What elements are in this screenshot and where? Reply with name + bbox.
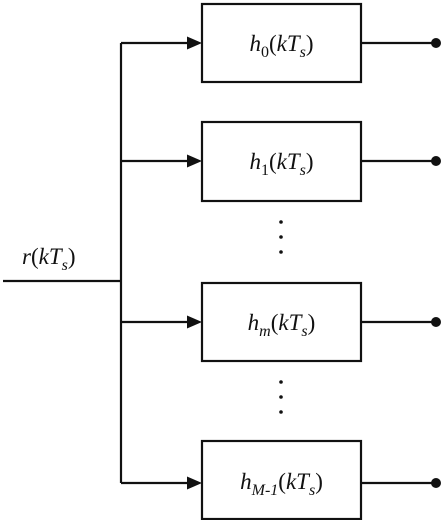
filter-branch-1: h1(kTs)	[121, 120, 441, 203]
arrow-head	[187, 315, 202, 329]
arrow-head	[187, 154, 202, 168]
output-terminal	[431, 317, 441, 327]
input-label: r(kTs)	[22, 244, 76, 274]
arrow-head	[187, 36, 202, 50]
filter-label: hm(kTs)	[248, 310, 316, 340]
ellipsis-dot	[279, 220, 283, 224]
filter-block	[200, 439, 363, 520]
filter-label: hM-1(kTs)	[240, 469, 323, 499]
filter-block	[200, 2, 363, 84]
ellipsis-dot	[279, 250, 283, 254]
ellipsis-dot	[279, 235, 283, 239]
filter-branch-m-minus-1: hM-1(kTs)	[121, 439, 441, 520]
filter-label: h0(kTs)	[249, 31, 313, 61]
filter-branch-m: hm(kTs)	[121, 281, 441, 363]
filter-branch-0: h0(kTs)	[121, 2, 441, 84]
filter-label: h1(kTs)	[249, 149, 313, 179]
arrow-head	[187, 476, 202, 490]
ellipsis-upper	[279, 220, 283, 254]
filter-block	[200, 281, 363, 363]
output-terminal	[431, 478, 441, 488]
ellipsis-dot	[279, 395, 283, 399]
ellipsis-dot	[279, 410, 283, 414]
ellipsis-lower	[279, 380, 283, 414]
ellipsis-dot	[279, 380, 283, 384]
output-terminal	[431, 38, 441, 48]
output-terminal	[431, 156, 441, 166]
